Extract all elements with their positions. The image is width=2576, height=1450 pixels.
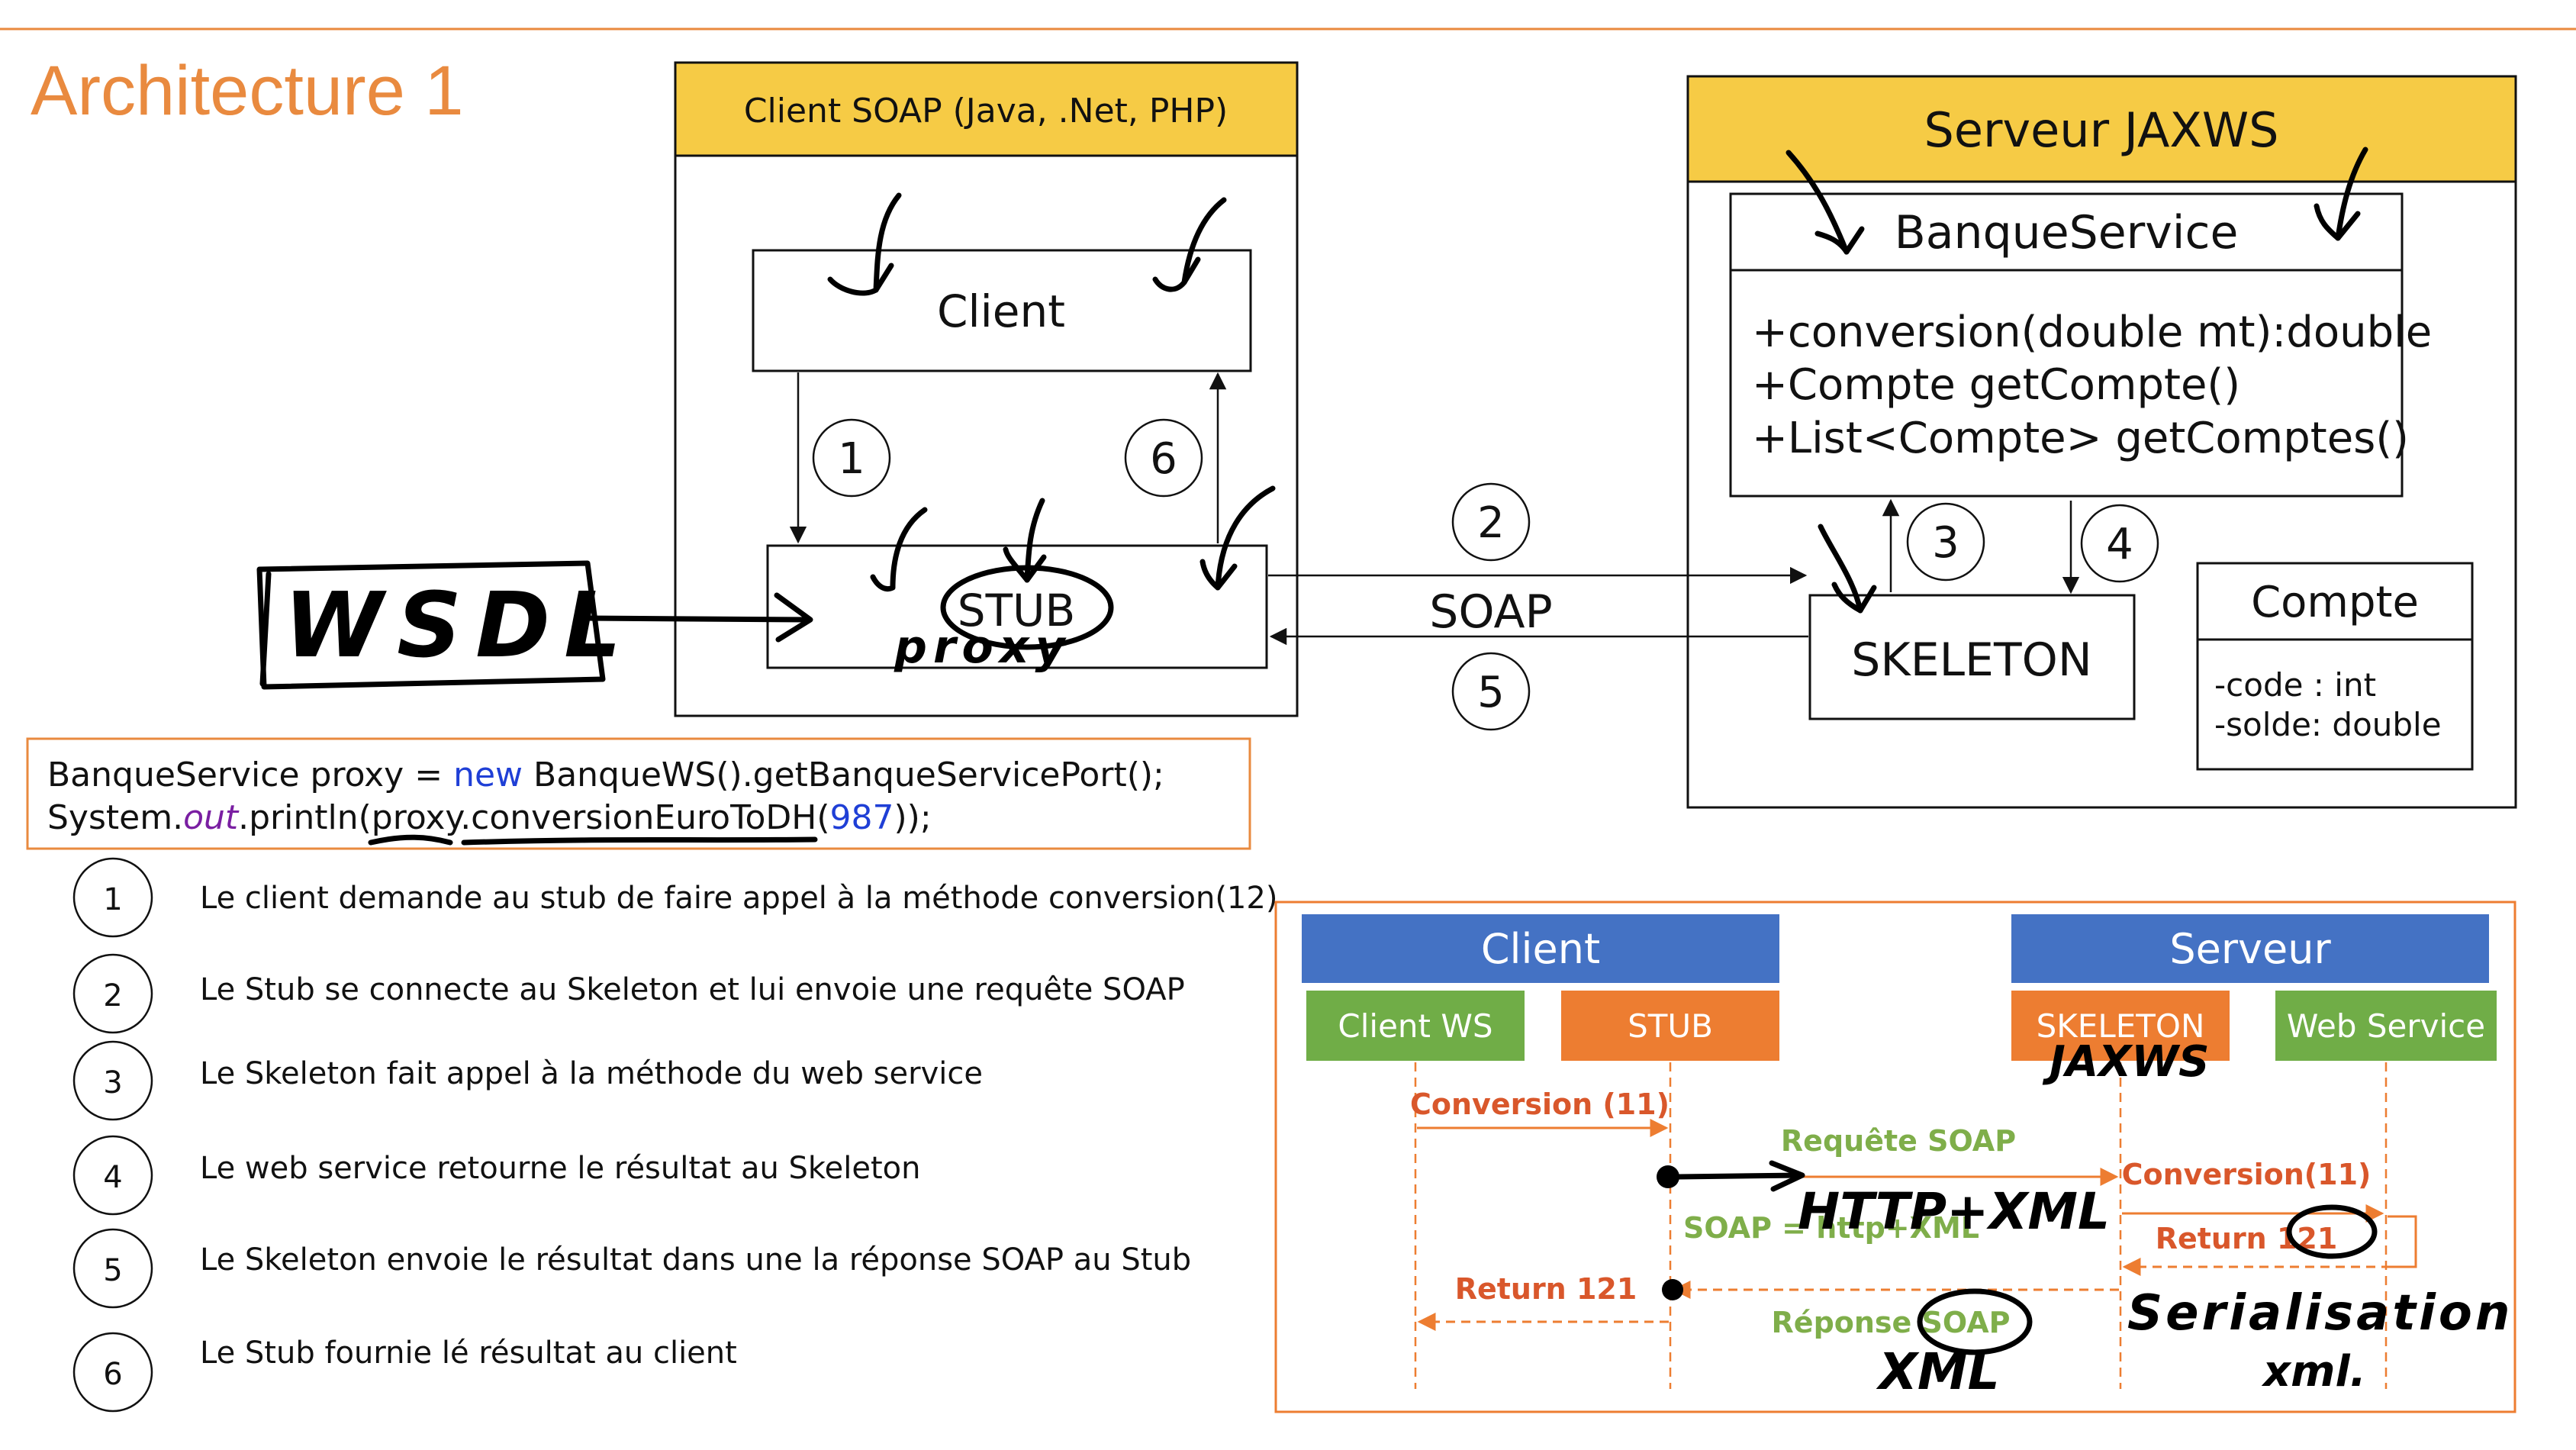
lane-web-service xyxy=(2275,991,2497,1061)
annotation-arrow-stub-left xyxy=(870,507,928,592)
svg-text:Le Stub fournie lé résultat au: Le Stub fournie lé résultat au client xyxy=(200,1336,737,1371)
svg-text:STUB: STUB xyxy=(1628,1007,1713,1045)
flow-number-2: 2 xyxy=(1451,482,1531,562)
banque-service-title: BanqueService xyxy=(1895,206,2239,259)
svg-text:Web Service: Web Service xyxy=(2287,1007,2485,1045)
svg-text:Le Stub se connecte au Skeleto: Le Stub se connecte au Skeleton et lui e… xyxy=(200,972,1185,1007)
soap-circle-annotation xyxy=(1917,1288,2033,1355)
flow-number-4: 4 xyxy=(2080,504,2159,583)
svg-text:Client: Client xyxy=(1481,925,1600,973)
svg-text:5: 5 xyxy=(103,1253,122,1288)
jaxws-handwritten: JAXWS xyxy=(2042,1037,2209,1087)
svg-text:4: 4 xyxy=(103,1160,122,1195)
annotation-arrow-skeleton xyxy=(1818,524,1863,614)
sequence-diagram: Client Serveur Client WS STUB SKELETON W… xyxy=(1274,901,2516,1413)
step-2: 2 Le Stub se connecte au Skeleton et lui … xyxy=(72,953,1185,1034)
svg-text:1: 1 xyxy=(103,882,122,917)
annotation-arrow-service-left xyxy=(1785,150,1850,255)
msg-conversion-server-label: Conversion(11) xyxy=(2122,1158,2372,1191)
method-1: +conversion(double mt):double xyxy=(1752,308,2432,357)
code-box: BanqueService proxy = new BanqueWS().get… xyxy=(26,737,1251,850)
svg-text:5: 5 xyxy=(1477,668,1505,717)
xml-handwritten: XML xyxy=(1876,1342,2000,1401)
flow-number-3: 3 xyxy=(1906,502,1985,582)
wsdl-handwritten: WSDL xyxy=(256,560,813,690)
svg-text:4: 4 xyxy=(2106,520,2133,569)
compte-field-solde: -solde: double xyxy=(2214,706,2442,743)
compte-title: Compte xyxy=(2251,578,2419,627)
step-3: 3 Le Skeleton fait appel à la méthode du … xyxy=(72,1040,983,1121)
svg-text:Le Skeleton envoie le résultat: Le Skeleton envoie le résultat dans une … xyxy=(200,1242,1191,1278)
svg-text:Le Skeleton fait appel à la mé: Le Skeleton fait appel à la méthode du w… xyxy=(200,1056,983,1091)
annotation-arrow-client-right xyxy=(1152,197,1227,292)
http-xml-handwritten: HTTP+XML xyxy=(1798,1182,2110,1241)
server-header: Serveur JAXWS xyxy=(1924,102,2278,158)
seq-dot-response xyxy=(1662,1279,1683,1300)
annotation-arrow-service-right xyxy=(2314,147,2368,241)
serialisation-handwritten: Serialisation xyxy=(2127,1285,2513,1342)
return-circle-annotation xyxy=(2286,1204,2378,1259)
method-2: +Compte getCompte() xyxy=(1752,360,2240,410)
svg-text:Le client demande au stub de f: Le client demande au stub de faire appel… xyxy=(200,881,1277,916)
svg-text:Le web service retourne le rés: Le web service retourne le résultat au S… xyxy=(200,1151,921,1186)
xml2-handwritten: xml. xyxy=(2261,1347,2366,1397)
lane-client-ws xyxy=(1306,991,1525,1061)
svg-text:6: 6 xyxy=(1150,434,1177,484)
msg-requete-soap-label: Requête SOAP xyxy=(1781,1124,2016,1158)
flow-number-5: 5 xyxy=(1451,652,1531,731)
lane-stub xyxy=(1561,991,1779,1061)
msg-return-client-label: Return 121 xyxy=(1455,1272,1637,1306)
page-title: Architecture 1 xyxy=(31,52,464,130)
msg-reponse-soap-label: Réponse SOAP xyxy=(1772,1306,2011,1339)
flow-number-6: 6 xyxy=(1124,418,1203,498)
svg-text:3: 3 xyxy=(103,1065,122,1100)
seq-server-header xyxy=(2011,914,2489,983)
msg-conversion-client-label: Conversion (11) xyxy=(1410,1088,1670,1121)
svg-text:3: 3 xyxy=(1932,518,1959,568)
svg-text:SKELETON: SKELETON xyxy=(2037,1007,2205,1045)
svg-text:Client WS: Client WS xyxy=(1338,1007,1492,1045)
seq-dot-request xyxy=(1657,1165,1679,1188)
lane-skeleton xyxy=(2011,991,2230,1061)
soap-label: SOAP xyxy=(1429,585,1552,639)
stub-circle-annotation xyxy=(940,565,1114,650)
client-soap-header: Client SOAP (Java, .Net, PHP) xyxy=(744,92,1228,130)
flow-number-1: 1 xyxy=(812,418,891,498)
msg-soap-http-label: SOAP = http+XML xyxy=(1683,1211,1979,1245)
method-3: +List<Compte> getComptes() xyxy=(1752,414,2409,463)
step-4: 4 Le web service retourne le résultat au … xyxy=(72,1135,921,1216)
steps-list: 1 Le client demande au stub de faire appe… xyxy=(72,857,1277,1413)
svg-text:2: 2 xyxy=(1477,498,1505,548)
code-line-1: BanqueService proxy = new BanqueWS().get… xyxy=(47,756,1164,794)
client-label: Client xyxy=(937,285,1065,337)
svg-text:Serveur: Serveur xyxy=(2169,925,2331,973)
step-1: 1 Le client demande au stub de faire appe… xyxy=(72,857,1277,938)
step-5: 5 Le Skeleton envoie le résultat dans une… xyxy=(72,1228,1191,1309)
seq-client-header xyxy=(1302,914,1779,983)
step-6: 6 Le Stub fournie lé résultat au client xyxy=(72,1332,737,1413)
code-line-2: System.out.println(proxy.conversionEuroT… xyxy=(47,798,932,837)
annotation-arrow-stub-right xyxy=(1199,485,1276,591)
compte-field-code: -code : int xyxy=(2214,666,2376,704)
svg-text:2: 2 xyxy=(103,978,122,1013)
skeleton-label: SKELETON xyxy=(1851,633,2091,687)
svg-text:6: 6 xyxy=(103,1357,122,1392)
svg-text:WSDL: WSDL xyxy=(284,572,635,678)
stub-label: STUB xyxy=(958,585,1076,636)
proxy-handwritten: proxy xyxy=(894,620,1071,674)
svg-text:1: 1 xyxy=(838,434,865,484)
